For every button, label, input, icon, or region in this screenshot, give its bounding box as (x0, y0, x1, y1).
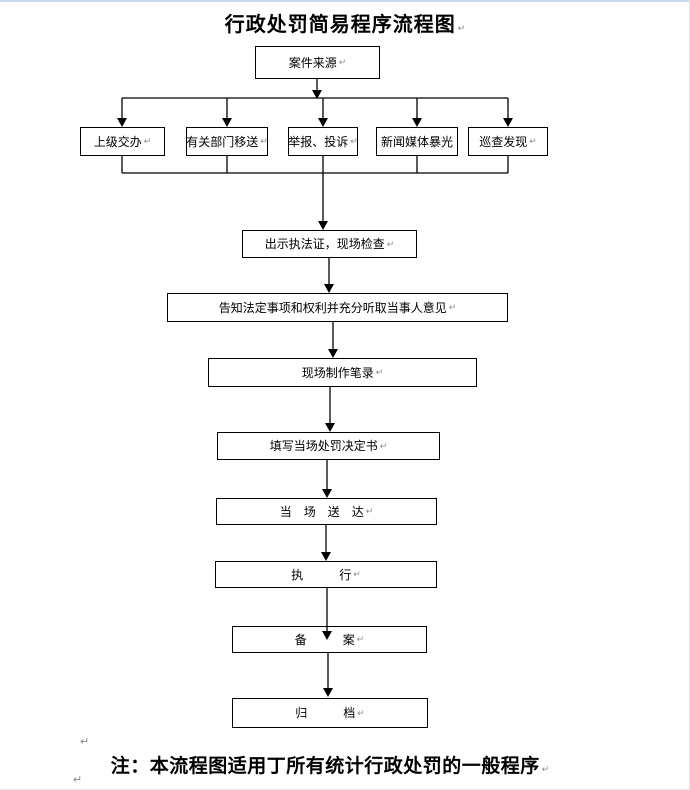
flow-node-label: 填写当场处罚决定书 (269, 439, 378, 453)
paragraph-mark-icon: ↵ (541, 764, 550, 774)
paragraph-mark-icon: ↵ (379, 440, 388, 451)
flow-node-channel-superior-assignment: 上级交办↵ (80, 127, 165, 156)
page-top-edge (0, 0, 690, 2)
paragraph-mark-icon: ↵ (80, 736, 90, 748)
branch-connector (117, 79, 513, 127)
paragraph-mark-icon: ↵ (375, 367, 384, 377)
flow-node-label: 出示执法证，现场检查 (264, 237, 385, 251)
flow-node-channel-patrol-discovery: 巡查发现↵ (468, 127, 548, 156)
paragraph-mark-icon: ↵ (73, 774, 83, 786)
flow-node-label: 归 档 (295, 706, 356, 720)
flow-node-label: 告知法定事项和权利并充分听取当事人意见 (218, 300, 447, 315)
footnote-text: 注：本流程图适用丁所有统计行政处罚的一般程序 (110, 756, 540, 777)
paragraph-mark-icon: ↵ (353, 569, 361, 579)
paragraph-mark-icon: ↵ (448, 302, 457, 312)
flow-node-label: 上级交办 (93, 134, 142, 149)
paragraph-mark-icon: ↵ (143, 136, 152, 146)
flow-node-label: 现场制作笔录 (301, 365, 374, 380)
paragraph-mark-icon: ↵ (386, 238, 395, 249)
flow-node-label: 案件来源 (288, 55, 337, 70)
flow-node-label: 巡查发现 (479, 134, 528, 149)
flow-node-channel-media-exposure: 新闻媒体暴光 (376, 127, 458, 156)
flow-node-step-onsite-record: 现场制作笔录↵ (208, 358, 477, 387)
flow-node-step-filing: 备 案↵ (232, 626, 427, 653)
flow-node-channel-report-complaint: 举报、投诉↵ (288, 127, 358, 156)
paragraph-mark-icon: ↵ (357, 707, 365, 718)
flow-node-label: 有关部门移送 (186, 134, 259, 149)
merge-connector (121, 156, 509, 230)
flowchart-title-text: 行政处罚简易程序流程图 (224, 14, 456, 36)
flow-node-label: 新闻媒体暴光 (380, 134, 453, 149)
flow-node-label: 备 案 (294, 632, 355, 647)
paragraph-mark-icon: ↵ (356, 634, 365, 644)
paragraph-mark-icon: ↵ (260, 136, 268, 146)
flow-node-step-archive: 归 档↵ (232, 698, 428, 728)
flow-node-step-inform-rights: 告知法定事项和权利并充分听取当事人意见↵ (167, 293, 508, 322)
flow-node-step-show-credentials-inspect: 出示执法证，现场检查↵ (242, 230, 417, 258)
paragraph-mark-icon: ↵ (365, 506, 374, 516)
paragraph-mark-icon: ↵ (350, 136, 358, 146)
flow-node-step-onsite-delivery: 当 场 送 达↵ (216, 498, 437, 525)
paragraph-mark-icon: ↵ (457, 23, 466, 33)
flow-node-step-execute: 执 行↵ (215, 561, 437, 588)
flow-node-case-source: 案件来源↵ (255, 46, 380, 79)
flowchart-title: 行政处罚简易程序流程图↵ (0, 8, 690, 37)
paragraph-mark-icon: ↵ (529, 136, 537, 146)
paragraph-mark-icon: ↵ (338, 57, 347, 67)
flow-node-label: 当 场 送 达 (279, 504, 364, 519)
flow-node-step-fill-penalty-decision: 填写当场处罚决定书↵ (217, 432, 440, 460)
flow-node-label: 执 行 (291, 567, 352, 582)
flow-node-label: 举报、投诉 (288, 134, 349, 149)
flow-node-channel-department-transfer: 有关部门移送↵ (186, 127, 268, 156)
footnote: 注：本流程图适用丁所有统计行政处罚的一般程序↵ (0, 751, 660, 778)
